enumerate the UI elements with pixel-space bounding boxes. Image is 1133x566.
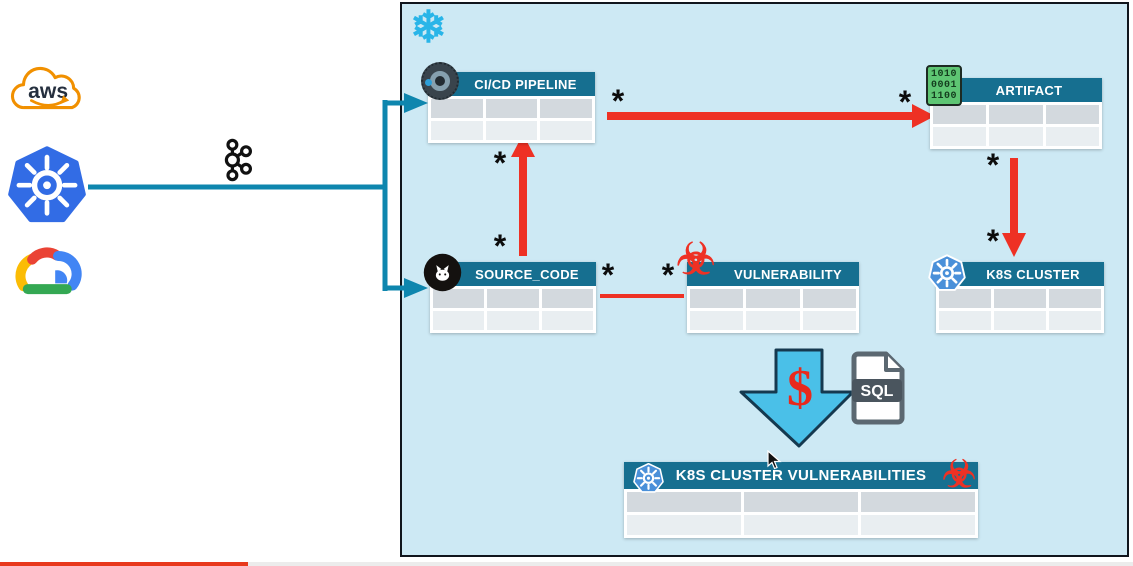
- table-cell: [989, 127, 1043, 146]
- binary-line: 0001: [930, 80, 957, 91]
- table-cell: [1045, 105, 1099, 124]
- biohazard-icon: ☣: [676, 235, 716, 284]
- table-cell: [1049, 311, 1101, 330]
- table-cell: [989, 105, 1043, 124]
- biohazard-icon: ☣: [942, 454, 977, 496]
- cardinality-asterisk: *: [986, 223, 1000, 259]
- aws-cloud-icon: aws: [10, 66, 81, 110]
- entity-label: CI/CD PIPELINE: [474, 76, 577, 92]
- entity-cicd-pipeline: CI/CD PIPELINE: [428, 72, 595, 143]
- table-cell: [746, 311, 800, 330]
- entity-label: ARTIFACT: [995, 82, 1063, 98]
- cardinality-asterisk: *: [601, 257, 615, 293]
- table-cell: [802, 311, 856, 330]
- table-cell: [485, 121, 538, 140]
- pipeline-icon: [421, 62, 459, 100]
- video-progress-fill: [0, 562, 248, 566]
- kubernetes-icon: [8, 146, 86, 223]
- cardinality-asterisk: *: [493, 228, 507, 264]
- table-cell: [994, 289, 1046, 308]
- entity-header: VULNERABILITY: [687, 262, 859, 286]
- table-cell: [994, 311, 1046, 330]
- table-cell: [541, 311, 593, 330]
- table-cell: [1045, 127, 1099, 146]
- entity-k8s-cluster-vulnerabilities: K8S CLUSTER VULNERABILITIES: [624, 462, 978, 538]
- table-cell: [939, 311, 991, 330]
- entity-label: SOURCE_CODE: [475, 266, 579, 282]
- table-cell: [746, 289, 800, 308]
- cardinality-asterisk: *: [898, 84, 912, 120]
- table-cell: [431, 99, 483, 118]
- entity-table: [430, 286, 596, 333]
- binary-line: 1010: [930, 69, 957, 80]
- table-cell: [627, 515, 741, 535]
- video-progress-track[interactable]: [0, 562, 1133, 566]
- cardinality-asterisk: *: [986, 147, 1000, 183]
- table-cell: [541, 289, 593, 308]
- kubernetes-icon: [633, 463, 664, 493]
- table-cell: [933, 105, 987, 124]
- table-cell: [690, 289, 744, 308]
- google-cloud-icon: [15, 247, 82, 295]
- binary-artifact-icon: 1010 0001 1100: [926, 65, 962, 106]
- entity-k8s-cluster: K8S CLUSTER: [936, 262, 1104, 333]
- cardinality-asterisk: *: [661, 257, 675, 293]
- table-cell: [433, 289, 485, 308]
- mouse-cursor: [767, 450, 782, 470]
- entity-header: K8S CLUSTER VULNERABILITIES: [624, 462, 978, 489]
- entity-table: [624, 489, 978, 538]
- snowflake-icon: ❄: [410, 3, 447, 52]
- entity-label: K8S CLUSTER: [986, 266, 1080, 282]
- entity-table: [428, 96, 595, 143]
- table-cell: [744, 492, 858, 512]
- table-cell: [933, 127, 987, 146]
- table-cell: [744, 515, 858, 535]
- kafka-ingest-connector: [88, 100, 406, 291]
- entity-vulnerability: VULNERABILITY: [687, 262, 859, 333]
- entity-label: VULNERABILITY: [734, 266, 842, 282]
- entity-table: [930, 102, 1102, 149]
- binary-line: 1100: [930, 91, 957, 102]
- aws-label: aws: [28, 80, 68, 103]
- entity-table: [687, 286, 859, 333]
- table-cell: [433, 311, 485, 330]
- table-cell: [487, 289, 539, 308]
- table-cell: [487, 311, 539, 330]
- table-cell: [627, 492, 741, 512]
- table-cell: [861, 515, 975, 535]
- table-cell: [690, 311, 744, 330]
- entity-artifact: ARTIFACT: [930, 78, 1102, 149]
- table-cell: [802, 289, 856, 308]
- table-cell: [485, 99, 538, 118]
- cardinality-asterisk: *: [493, 145, 507, 181]
- table-cell: [540, 121, 593, 140]
- table-cell: [939, 289, 991, 308]
- table-cell: [431, 121, 483, 140]
- github-icon: [423, 253, 462, 292]
- table-cell: [540, 99, 593, 118]
- kafka-icon: [224, 138, 252, 182]
- table-cell: [861, 492, 975, 512]
- entity-label: K8S CLUSTER VULNERABILITIES: [675, 467, 927, 484]
- table-cell: [1049, 289, 1101, 308]
- kubernetes-icon: [928, 254, 966, 291]
- entity-table: [936, 286, 1104, 333]
- cardinality-asterisk: *: [611, 83, 625, 119]
